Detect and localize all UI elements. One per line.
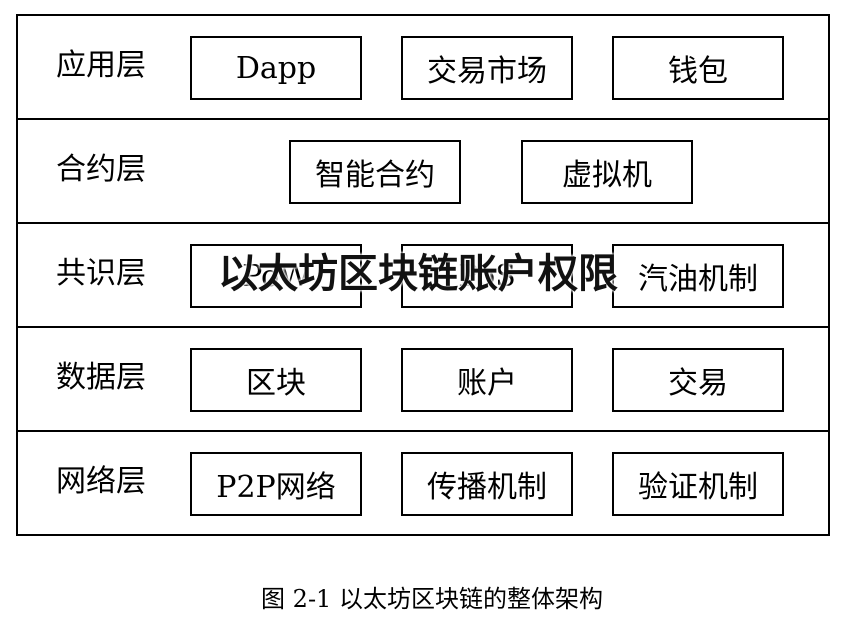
layer-consensus: 共识层 PoW PoS 汽油机制 [18, 224, 828, 328]
component-box-exchange: 交易市场 [401, 36, 573, 100]
component-box-transaction: 交易 [612, 348, 784, 412]
layer-contract: 合约层 智能合约 虚拟机 [18, 120, 828, 224]
component-box-smart-contract: 智能合约 [289, 140, 461, 204]
layer-application: 应用层 Dapp 交易市场 钱包 [18, 16, 828, 120]
component-box-pow: PoW [190, 244, 362, 308]
component-box-validation: 验证机制 [612, 452, 784, 516]
component-box-p2p: P2P网络 [190, 452, 362, 516]
layer-label: 共识层 [56, 256, 146, 291]
component-box-block: 区块 [190, 348, 362, 412]
layer-label: 数据层 [56, 360, 146, 395]
component-box-account: 账户 [401, 348, 573, 412]
component-box-dapp: Dapp [190, 36, 362, 100]
component-box-virtual-machine: 虚拟机 [521, 140, 693, 204]
component-box-gas: 汽油机制 [612, 244, 784, 308]
layer-label: 网络层 [56, 464, 146, 499]
layer-label: 合约层 [56, 152, 146, 187]
architecture-diagram: 应用层 Dapp 交易市场 钱包 合约层 智能合约 虚拟机 共识层 PoW Po… [16, 14, 830, 536]
layer-network: 网络层 P2P网络 传播机制 验证机制 [18, 432, 828, 536]
component-box-pos: PoS [401, 244, 573, 308]
layer-data: 数据层 区块 账户 交易 [18, 328, 828, 432]
layer-label: 应用层 [56, 48, 146, 83]
component-box-wallet: 钱包 [612, 36, 784, 100]
figure-caption: 图 2-1 以太坊区块链的整体架构 [261, 585, 603, 613]
component-box-propagation: 传播机制 [401, 452, 573, 516]
